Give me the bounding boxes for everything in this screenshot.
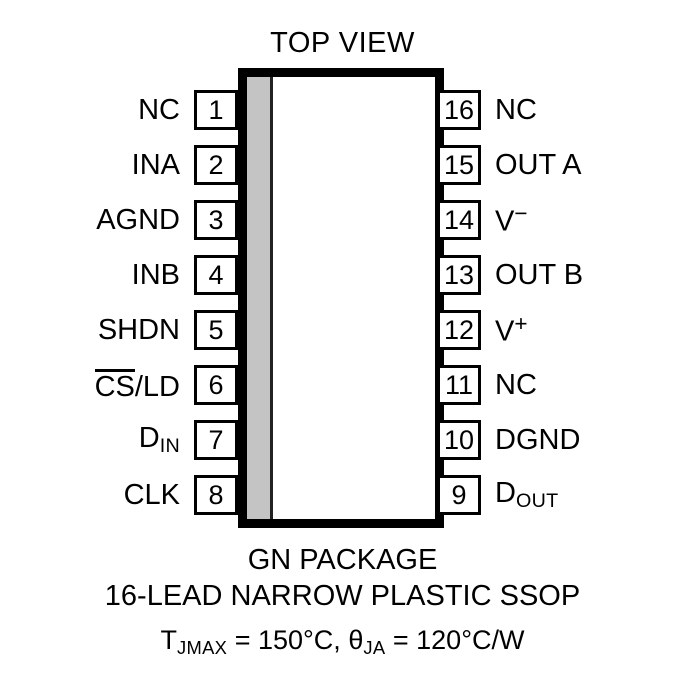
pin-row-right-15: 15 OUT A — [437, 145, 582, 185]
pin-row-right-16: 16 NC — [437, 90, 537, 130]
theta-symbol: θ — [348, 625, 364, 655]
pin-box-7[interactable]: 7 — [194, 420, 238, 460]
pin-label-14-superscript: − — [514, 201, 528, 227]
thermal-specification-caption: TJMAX = 150°C, θJA = 120°C/W — [0, 622, 685, 666]
pin-label-7: DIN — [138, 421, 180, 457]
pin-row-right-11: 11 NC — [437, 365, 537, 405]
pin-label-6-rest-text: /LD — [134, 370, 180, 403]
pin-row-left-2: INA 2 — [132, 145, 238, 185]
pin-box-6[interactable]: 6 — [194, 365, 238, 405]
pin-box-10[interactable]: 10 — [437, 420, 481, 460]
pin-label-1: NC — [138, 93, 180, 126]
pin-label-8: CLK — [123, 478, 180, 511]
pin-box-14[interactable]: 14 — [437, 200, 481, 240]
pin-row-left-1: NC 1 — [138, 90, 238, 130]
pin-label-15: OUT A — [495, 148, 582, 181]
pin-box-5[interactable]: 5 — [194, 310, 238, 350]
pin-row-right-14: 14 V− — [437, 200, 528, 240]
pin-box-13[interactable]: 13 — [437, 255, 481, 295]
pin-label-7-subscript: IN — [159, 434, 180, 457]
pin-row-left-3: AGND 3 — [96, 200, 238, 240]
pin-row-left-6: CS/LD 6 — [94, 365, 238, 405]
pin-label-9-base: D — [495, 476, 516, 509]
pin-label-4: INB — [131, 258, 180, 291]
top-view-title: TOP VIEW — [270, 27, 415, 59]
pin-box-4[interactable]: 4 — [194, 255, 238, 295]
pin-label-10: DGND — [495, 423, 581, 456]
pin-box-3[interactable]: 3 — [194, 200, 238, 240]
package-body-outline — [238, 68, 444, 528]
tjmax-value: = 150°C, — [227, 625, 349, 655]
pin-label-7-base: D — [138, 421, 160, 454]
pin-row-right-9: 9 DOUT — [437, 475, 558, 515]
theta-value: = 120°C/W — [385, 625, 525, 655]
pin-box-12[interactable]: 12 — [437, 310, 481, 350]
theta-subscript: JA — [363, 636, 386, 658]
tjmax-symbol: T — [160, 625, 178, 655]
pin-row-left-4: INB 4 — [132, 255, 238, 295]
pin-box-8[interactable]: 8 — [194, 475, 238, 515]
pin-row-left-7: DIN 7 — [139, 420, 238, 460]
pin-label-6: CS/LD — [94, 368, 180, 403]
pin-box-11[interactable]: 11 — [437, 365, 481, 405]
pin-label-11: NC — [495, 368, 537, 401]
pin-one-orientation-stripe — [247, 77, 273, 519]
pin-row-left-5: SHDN 5 — [98, 310, 238, 350]
pin-row-right-12: 12 V+ — [437, 310, 528, 350]
pin-box-16[interactable]: 16 — [437, 90, 481, 130]
package-caption-block: GN PACKAGE 16-LEAD NARROW PLASTIC SSOP T… — [0, 542, 685, 666]
pin-box-1[interactable]: 1 — [194, 90, 238, 130]
pin-label-6-overbar-text: CS — [94, 368, 135, 403]
pin-label-12-base: V — [495, 315, 515, 348]
pin-label-12: V+ — [495, 311, 528, 348]
pin-box-2[interactable]: 2 — [194, 145, 238, 185]
pin-box-9[interactable]: 9 — [437, 475, 481, 515]
pin-label-9: DOUT — [495, 476, 559, 512]
pin-label-14: V− — [495, 201, 528, 238]
package-description-caption: 16-LEAD NARROW PLASTIC SSOP — [104, 580, 581, 612]
pin-label-13: OUT B — [495, 258, 584, 291]
package-name-caption: GN PACKAGE — [247, 544, 438, 576]
pin-label-3: AGND — [96, 203, 180, 236]
pin-label-14-base: V — [495, 205, 515, 238]
pin-label-2: INA — [131, 148, 180, 181]
pin-row-right-10: 10 DGND — [437, 420, 580, 460]
pin-label-5: SHDN — [97, 313, 180, 346]
tjmax-subscript: JMAX — [177, 636, 228, 658]
pin-label-12-superscript: + — [514, 311, 528, 337]
pin-row-left-8: CLK 8 — [124, 475, 238, 515]
pin-box-15[interactable]: 15 — [437, 145, 481, 185]
pin-label-9-subscript: OUT — [515, 489, 559, 512]
pin-label-16: NC — [495, 93, 537, 126]
pin-row-right-13: 13 OUT B — [437, 255, 583, 295]
